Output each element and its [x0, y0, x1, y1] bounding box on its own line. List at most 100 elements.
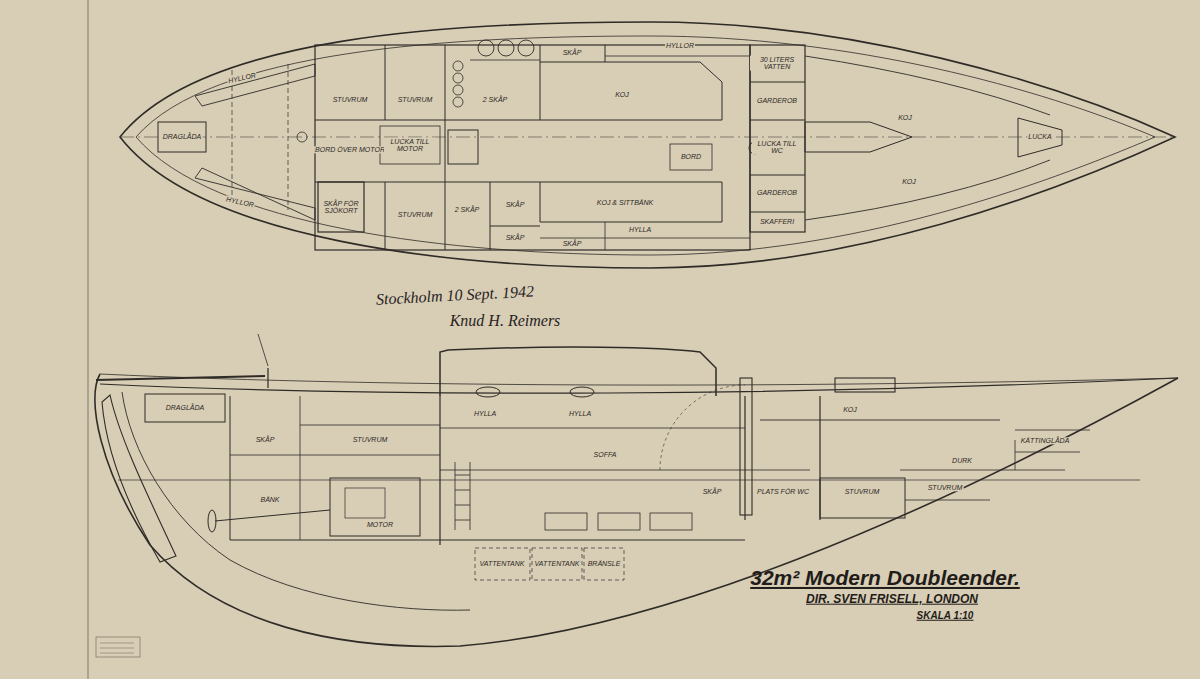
drawing-line — [230, 540, 745, 541]
drawing-title: 32m² Modern Doubleender. — [749, 567, 1021, 589]
drawing-line — [345, 488, 385, 518]
drawing-line — [805, 56, 1050, 115]
berth — [540, 62, 722, 120]
drawing-line — [750, 45, 805, 232]
drawing-line — [100, 653, 134, 654]
drawing-line — [470, 60, 540, 61]
drawing-line — [605, 222, 606, 250]
drawing-line — [805, 160, 1050, 220]
fore-hatch — [1018, 118, 1062, 157]
compartment-label: VATTENTANK — [534, 560, 581, 567]
drawing-line — [440, 470, 745, 471]
compartment-label: 2 SKÅP — [454, 206, 481, 213]
drawing-line — [300, 396, 301, 540]
compartment-label: STUVRUM — [397, 96, 434, 103]
drawing-note: SKALA 1:10 — [916, 611, 975, 622]
compartment-label: STUVRUM — [927, 484, 964, 491]
compartment-label: GARDEROB — [756, 189, 798, 196]
table — [670, 144, 712, 170]
shaft — [215, 510, 330, 521]
plan-view — [120, 22, 1175, 268]
drawing-line — [490, 226, 540, 227]
compartment-label: VATTENTANK — [479, 560, 526, 567]
compartment-label: BORD ÖVER MOTOR — [314, 146, 386, 153]
drawing-line — [448, 130, 478, 164]
sheet-marks — [88, 0, 140, 679]
drawing-line — [453, 85, 463, 95]
compartment-label: SKÅP — [255, 436, 276, 443]
mast — [740, 378, 752, 515]
signature: Stockholm 10 Sept. 1942 — [375, 283, 536, 308]
compartment-label: HYLLA — [568, 410, 592, 417]
compartment-label: SKAFFERI — [759, 218, 795, 225]
compartment-label: DRAGLÅDA — [162, 133, 203, 140]
compartment-label: SKÅP — [562, 49, 583, 56]
drawing-line — [385, 45, 386, 120]
drawing-line — [1015, 430, 1090, 431]
drawing-line — [300, 425, 440, 426]
drawing-line — [315, 120, 445, 121]
drawing-line — [288, 64, 289, 210]
drawing-line — [475, 548, 530, 580]
compartment-label: STUVRUM — [332, 96, 369, 103]
drawing-line — [445, 45, 446, 250]
compartment-label: 30 LITERS VATTEN — [750, 56, 804, 71]
compartment-label: LUCKA TILL WC — [752, 140, 802, 155]
compartment-label: PLATS FÖR WC — [756, 488, 810, 495]
drawing-line — [598, 513, 640, 530]
drawing-line — [744, 396, 745, 520]
drawing-line — [584, 548, 624, 580]
compartment-label: KOJ & SITTBÄNK — [596, 199, 654, 206]
compartment-label: KOJ — [842, 406, 858, 413]
compartment-label: LUCKA TILL MOTOR — [384, 138, 436, 153]
drawing-line — [88, 0, 89, 679]
compartment-label: SKÅP — [562, 240, 583, 247]
compartment-label: GARDEROB — [756, 97, 798, 104]
drawing-line — [820, 478, 905, 518]
drawing-line — [100, 648, 134, 649]
drawing-line — [532, 548, 582, 580]
drawing-line — [145, 394, 225, 422]
compartment-label: KOJ — [901, 178, 917, 185]
drawing-line — [297, 132, 307, 142]
compartment-label: STUVRUM — [397, 211, 434, 218]
compartment-label: KOJ — [614, 91, 630, 98]
drawing-line — [905, 500, 990, 501]
drawing-line — [540, 45, 541, 62]
compartment-label: 2 SKÅP — [482, 96, 509, 103]
v-berth — [805, 122, 912, 152]
berth — [540, 182, 722, 222]
drawing-line — [230, 396, 231, 540]
compartment-label: STUVRUM — [844, 488, 881, 495]
drawing-line — [1015, 452, 1080, 453]
compartment-label: HYLLOR — [227, 71, 258, 84]
ladder — [455, 462, 470, 530]
drawing-line — [605, 45, 606, 62]
drawing-line — [318, 182, 364, 232]
drawing-line — [445, 120, 540, 121]
drawing-line — [439, 396, 440, 545]
hull-profile — [95, 374, 1178, 646]
drawing-line — [605, 56, 750, 57]
drawing-line — [267, 368, 268, 388]
drawing-line — [385, 182, 386, 250]
stern-post — [122, 392, 470, 610]
drawing-line — [100, 643, 134, 644]
drawing-line — [745, 470, 810, 471]
drawing-line — [453, 61, 463, 71]
shelf — [195, 168, 315, 220]
compartment-label: BRÄNSLE — [587, 560, 622, 567]
hatch — [835, 378, 895, 392]
drawing-line — [518, 40, 534, 56]
signature: Knud H. Reimers — [449, 313, 562, 330]
drawing-line — [476, 387, 500, 397]
drawing-line — [498, 40, 514, 56]
compartment-label: HYLLA — [628, 226, 652, 233]
drawing-line — [258, 334, 268, 366]
compartment-label: KOJ — [897, 114, 913, 121]
compartment-label: BORD — [680, 153, 702, 160]
compartment-label: DRAGLÅDA — [165, 404, 206, 411]
profile-view — [95, 334, 1178, 646]
